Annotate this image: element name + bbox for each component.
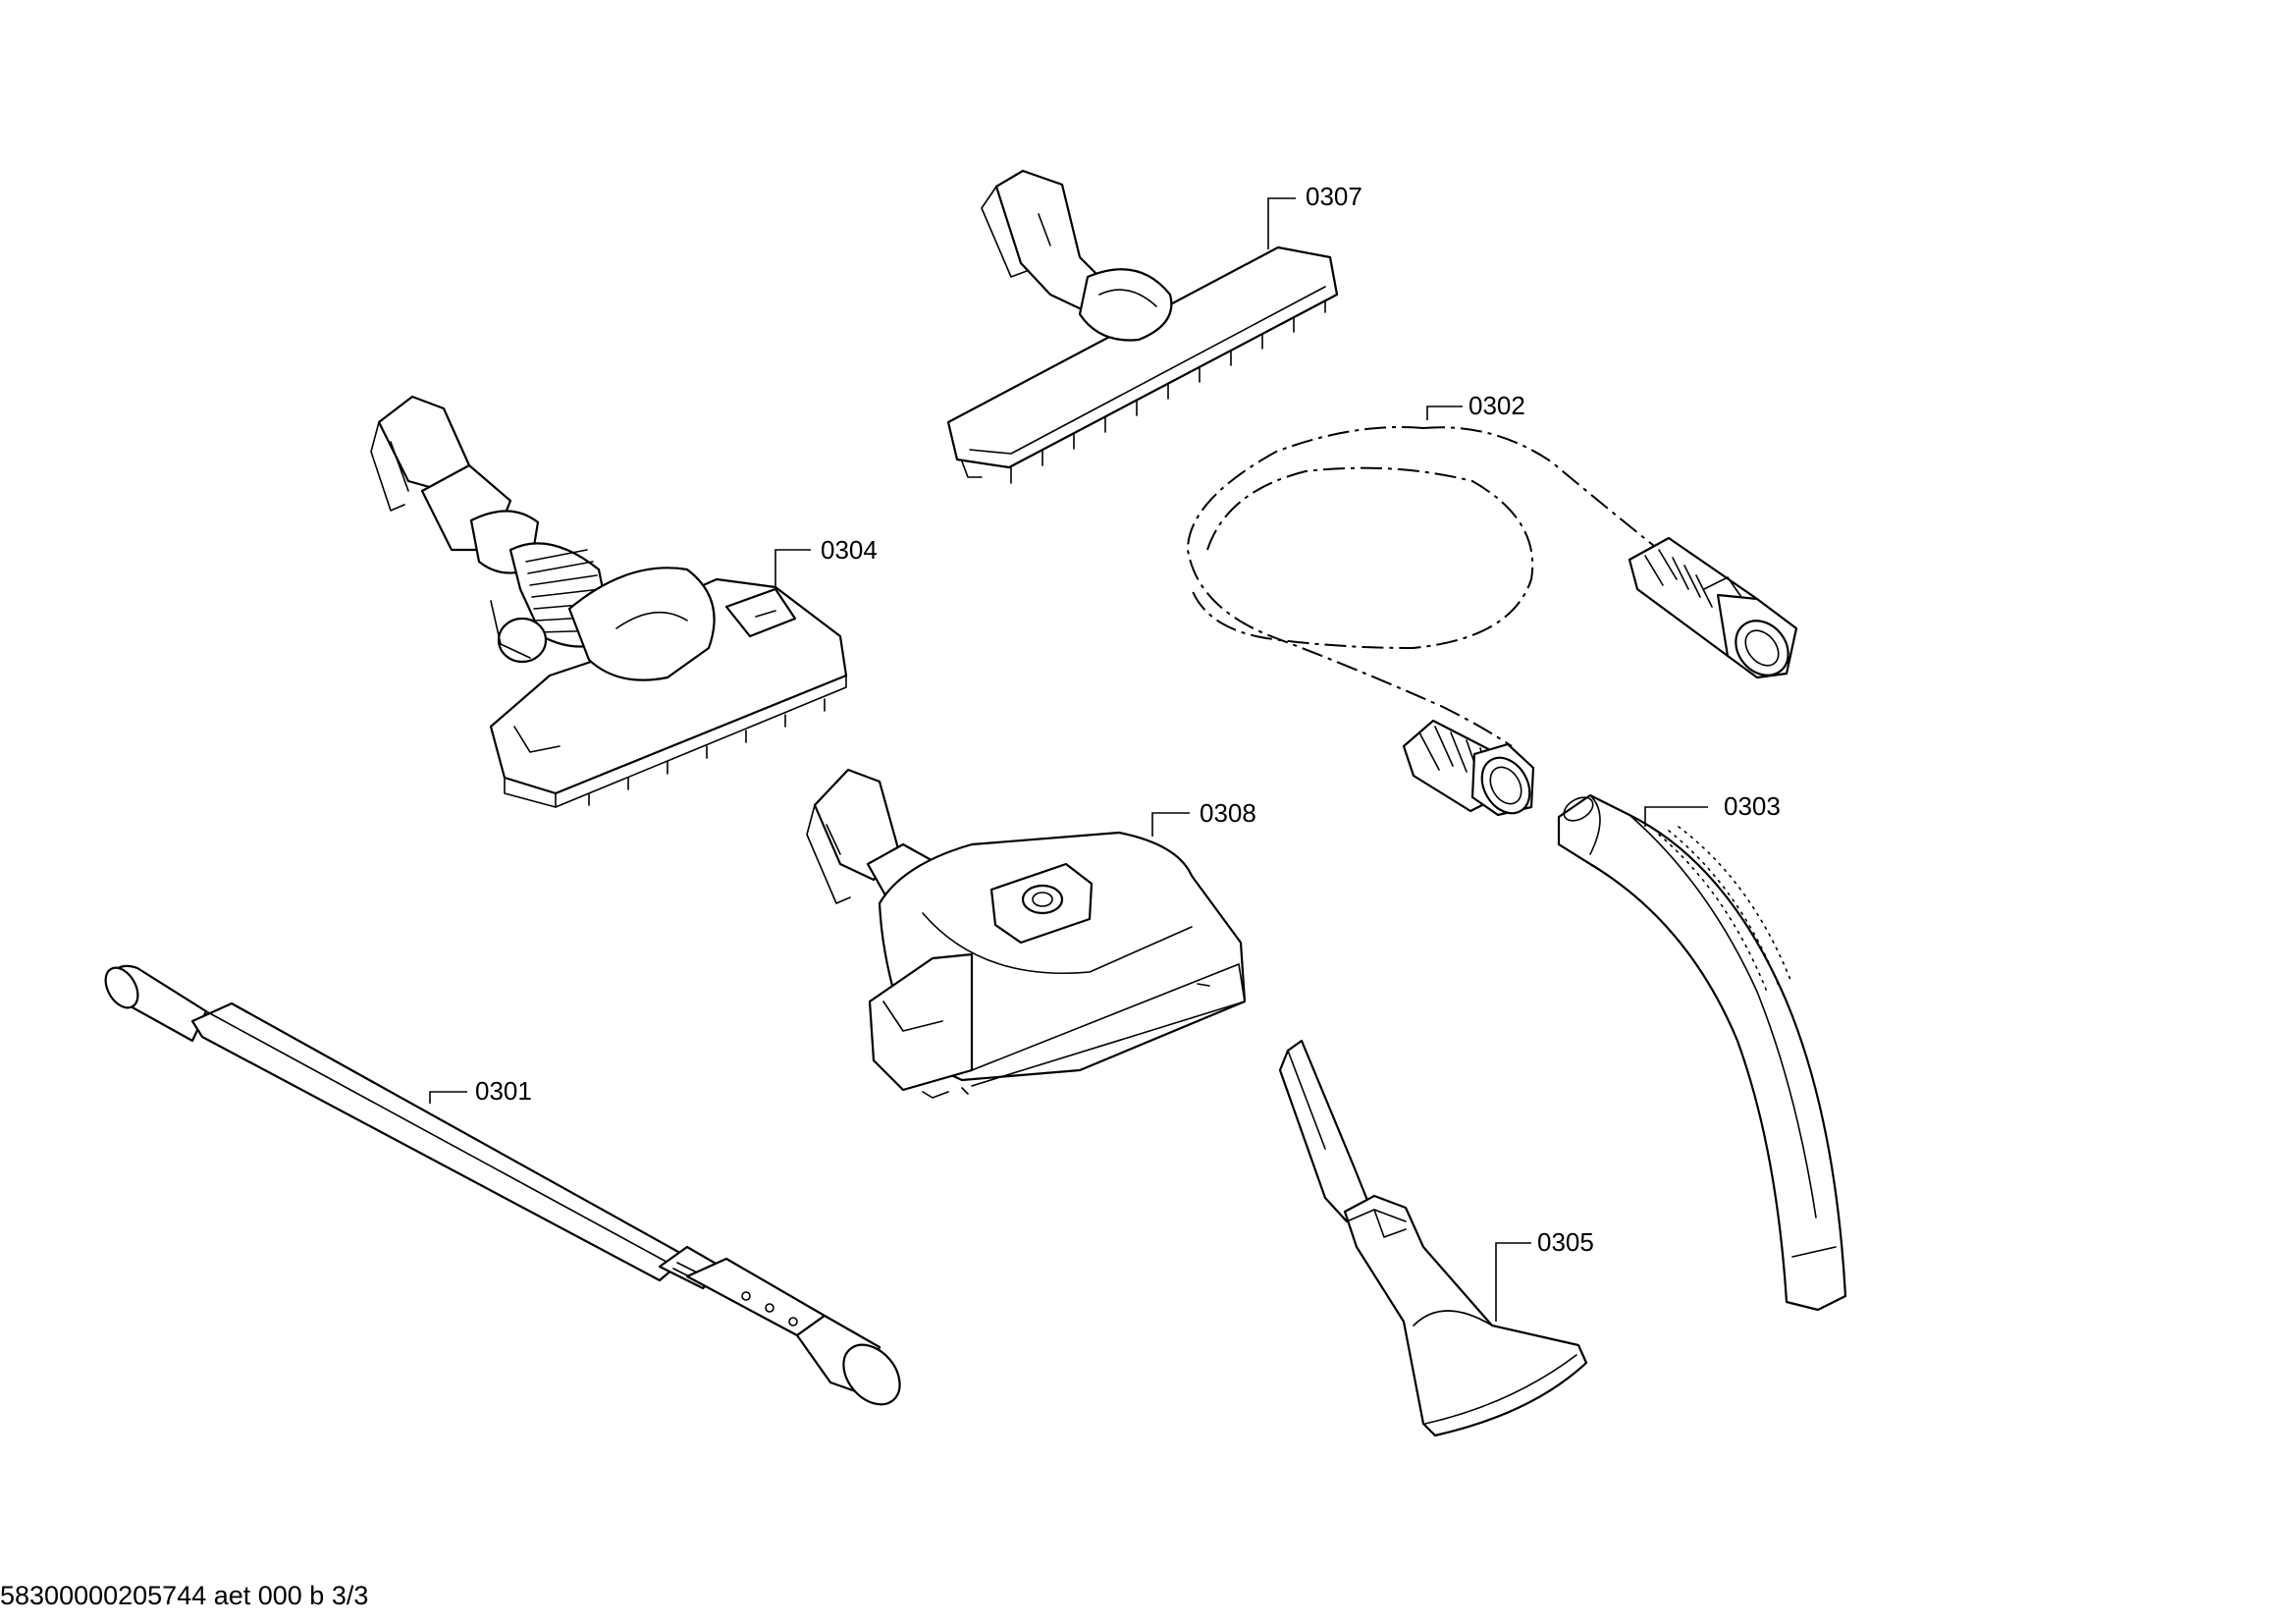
- floor-nozzle-0307: [946, 169, 1339, 484]
- part-number-0308: 0308: [1200, 798, 1256, 828]
- part-number-0303: 0303: [1724, 791, 1781, 821]
- part-number-0305: 0305: [1537, 1227, 1594, 1257]
- leader-0304: [774, 549, 811, 587]
- hose-0302: [1186, 426, 1798, 817]
- handle-0303: [1557, 793, 1847, 1312]
- leader-0308: [1151, 812, 1190, 837]
- leader-0301: [429, 1091, 467, 1104]
- telescopic-tube-0301: [104, 964, 901, 1406]
- part-number-0301: 0301: [475, 1076, 532, 1106]
- upholstery-nozzle-0305: [1278, 1039, 1588, 1437]
- part-number-0307: 0307: [1306, 182, 1362, 211]
- turbo-brush-0308: [806, 768, 1247, 1099]
- leader-0307: [1267, 197, 1296, 249]
- part-number-0304: 0304: [821, 535, 878, 565]
- leader-0305: [1495, 1242, 1531, 1322]
- document-code: 58300000205744 aet 000 b 3/3: [0, 1581, 369, 1610]
- leader-lines: [429, 197, 1708, 1322]
- part-number-0302: 0302: [1468, 391, 1525, 420]
- floor-nozzle-0304: [370, 395, 848, 808]
- leader-0303: [1644, 806, 1708, 827]
- leader-0302: [1426, 406, 1463, 420]
